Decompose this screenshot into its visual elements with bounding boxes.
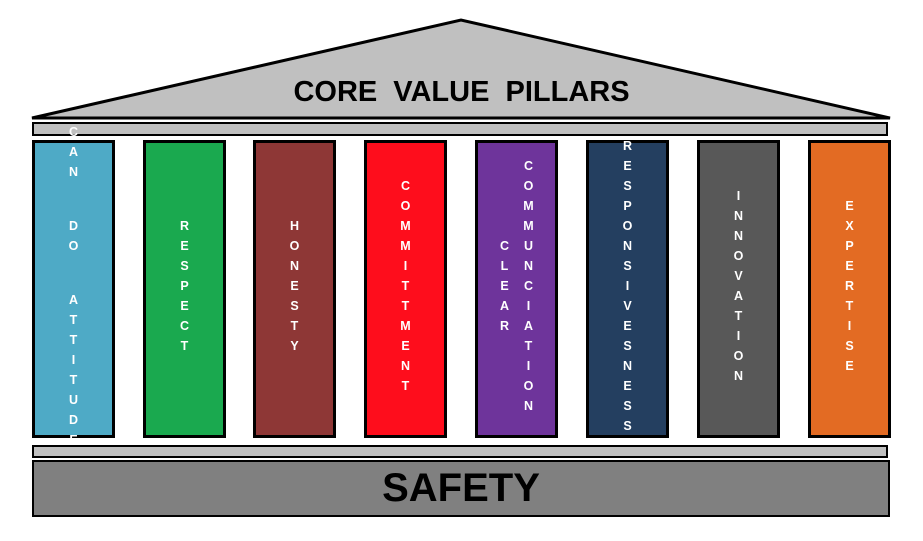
roof bbox=[31, 18, 891, 120]
top-beam bbox=[32, 122, 888, 136]
pillar-label: CAN DO ATTITUDE bbox=[66, 125, 81, 453]
pillar: COMMITTMENT bbox=[364, 140, 447, 438]
pillar-label: CLEAR bbox=[497, 239, 512, 339]
pillar-label: COMMUNCIATION bbox=[521, 159, 536, 419]
pillar-label: RESPECT bbox=[177, 219, 192, 359]
bottom-beam bbox=[32, 445, 888, 458]
pillar-label: EXPERTISE bbox=[842, 199, 857, 379]
pillar-label: RESPONSIVESNESS bbox=[620, 139, 635, 439]
pillar: RESPONSIVESNESS bbox=[586, 139, 669, 439]
pillar-label: INNOVATION bbox=[731, 189, 746, 389]
pillar: RESPECT bbox=[143, 140, 226, 438]
foundation-safety: SAFETY bbox=[32, 460, 890, 517]
pillar: EXPERTISE bbox=[808, 140, 891, 438]
pillar: INNOVATION bbox=[697, 140, 780, 438]
pillar: CAN DO ATTITUDE bbox=[32, 125, 115, 453]
diagram-title: CORE VALUE PILLARS bbox=[293, 76, 630, 108]
pillar: HONESTY bbox=[253, 140, 336, 438]
pillar-label: COMMITTMENT bbox=[398, 179, 413, 399]
pillar: CLEAR COMMUNCIATION bbox=[475, 140, 558, 438]
pillar-label: HONESTY bbox=[287, 219, 302, 359]
